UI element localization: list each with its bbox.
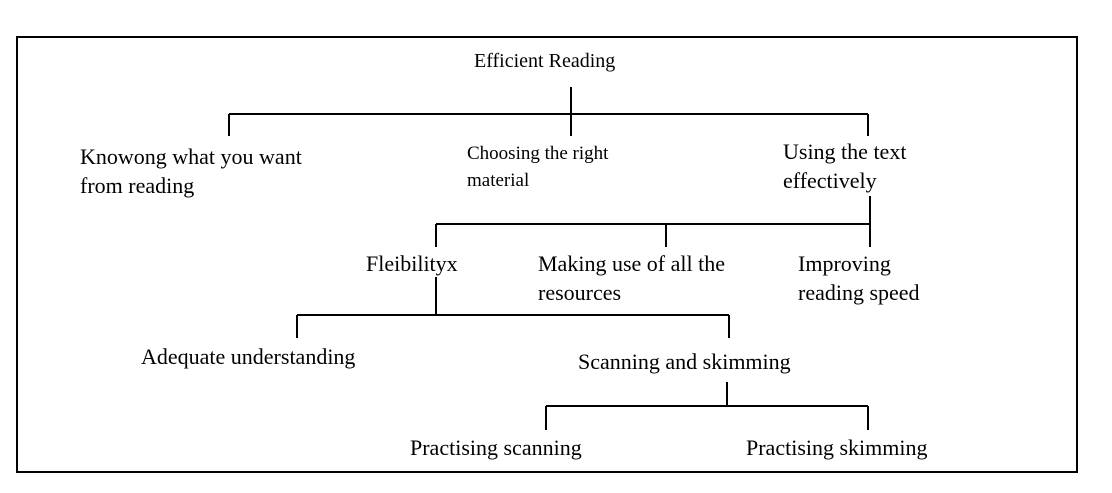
node-knowing-what-you-want: Knowong what you want from reading [80, 142, 302, 200]
node-practising-skimming: Practising skimming [746, 433, 928, 462]
node-label-line: Fleibilityx [366, 251, 458, 276]
node-label-line: effectively [783, 168, 877, 193]
node-label-line: Choosing the right [467, 143, 609, 164]
node-adequate-understanding: Adequate understanding [141, 342, 355, 371]
node-flexibility: Fleibilityx [366, 249, 458, 278]
node-label-line: material [467, 170, 530, 191]
node-label-line: Adequate understanding [141, 344, 356, 369]
node-efficient-reading: Efficient Reading [474, 47, 615, 76]
node-scanning-and-skimming: Scanning and skimming [578, 347, 791, 376]
node-label-line: Practising scanning [410, 435, 582, 460]
node-label-line: Improving [798, 251, 891, 276]
node-label-line: Using the text [783, 139, 907, 164]
node-label-line: Practising skimming [746, 435, 928, 460]
node-practising-scanning: Practising scanning [410, 433, 582, 462]
node-making-use-of-resources: Making use of all the resources [538, 249, 725, 307]
node-using-text-effectively: Using the text effectively [783, 137, 906, 195]
node-label: Efficient Reading [474, 50, 616, 72]
node-improving-reading-speed: Improving reading speed [798, 249, 920, 307]
node-label-line: from reading [80, 173, 195, 198]
node-label-line: Making use of all the [538, 251, 725, 276]
node-label-line: Scanning and skimming [578, 349, 791, 374]
node-choosing-material: Choosing the right material [467, 140, 608, 194]
diagram-frame [16, 36, 1078, 473]
node-label-line: resources [538, 280, 622, 305]
node-label-line: Knowong what you want [80, 144, 302, 169]
node-label-line: reading speed [798, 280, 920, 305]
